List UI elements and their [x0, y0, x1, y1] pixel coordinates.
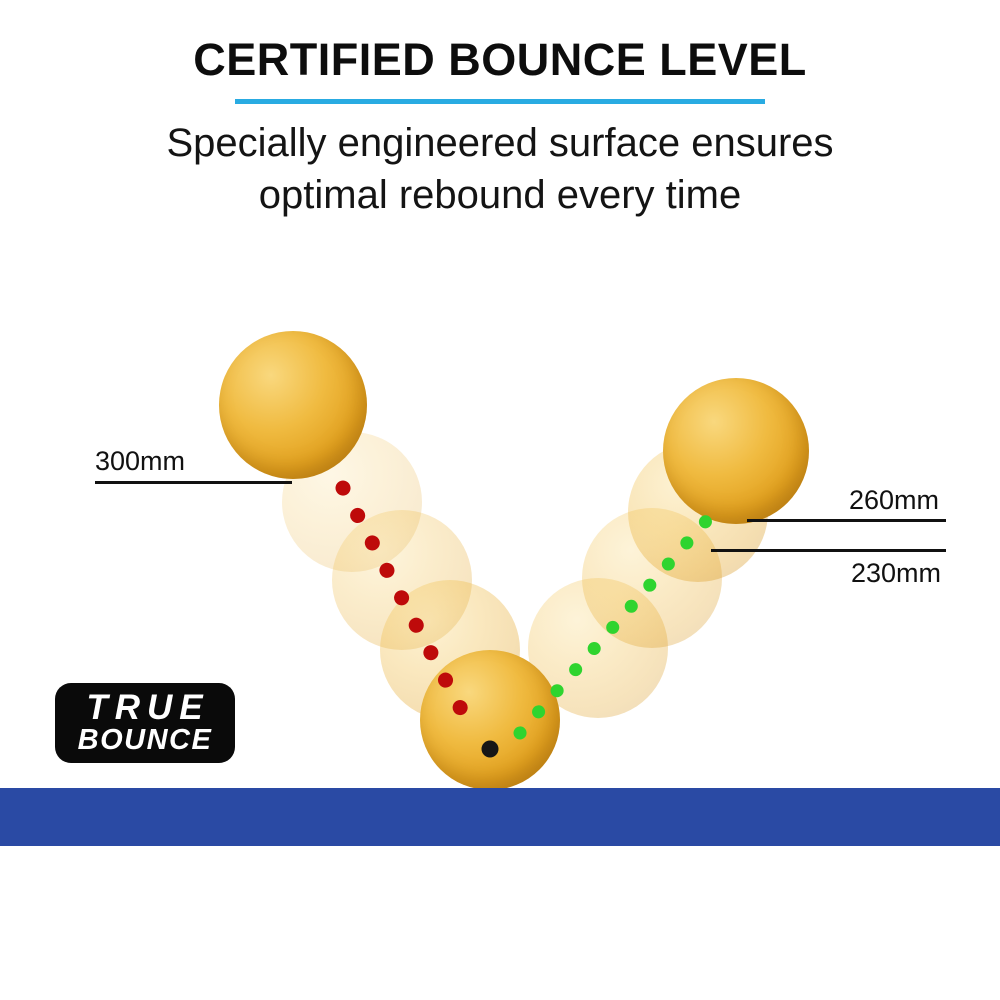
page-title: CERTIFIED BOUNCE LEVEL — [193, 34, 807, 85]
logo-line-1: TRUE — [86, 688, 210, 727]
logo-line-2: BOUNCE — [77, 724, 213, 756]
true-bounce-logo: TRUE BOUNCE — [55, 683, 235, 763]
title-underline — [235, 99, 765, 104]
subtitle-line-2: optimal rebound every time — [258, 173, 742, 217]
measurement-label-260mm: 260mm — [849, 485, 940, 515]
ball-impact — [420, 650, 560, 790]
header: CERTIFIED BOUNCE LEVEL Specially enginee… — [0, 34, 1000, 221]
subtitle: Specially engineered surface ensures opt… — [0, 117, 1000, 221]
subtitle-line-1: Specially engineered surface ensures — [166, 121, 834, 165]
table-surface-band — [0, 788, 1000, 846]
measurement-label-230mm: 230mm — [851, 558, 942, 588]
measurement-label-300mm: 300mm — [95, 446, 186, 476]
ball-drop-start — [219, 331, 367, 479]
measurement-line-230mm — [711, 549, 946, 552]
ball-rebound-end — [663, 378, 809, 524]
measurement-line-300mm — [95, 481, 292, 484]
measurement-line-260mm — [747, 519, 946, 522]
